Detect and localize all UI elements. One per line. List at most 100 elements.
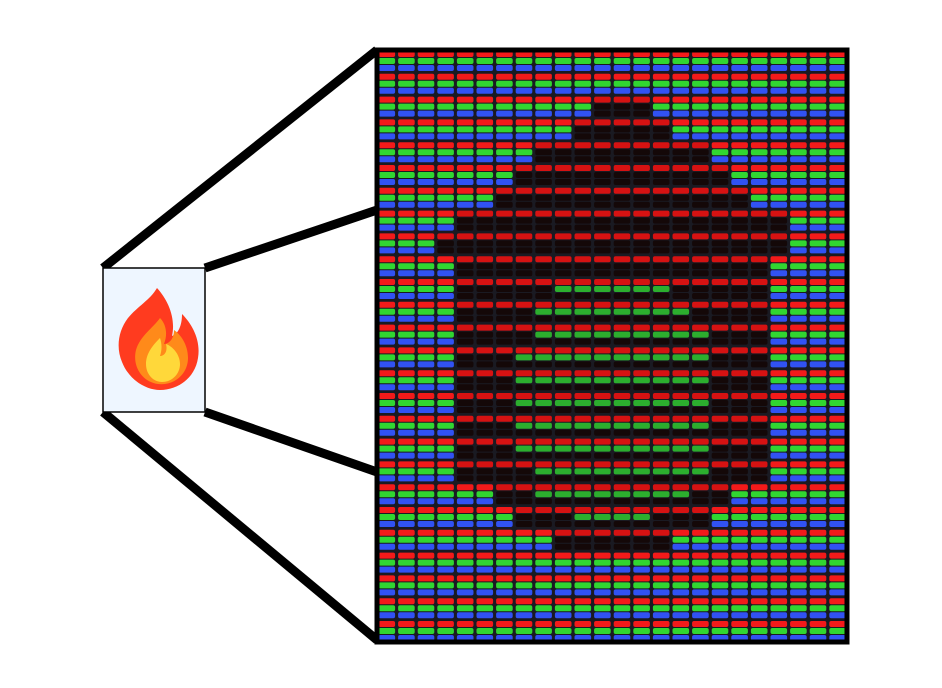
subpixel	[437, 589, 454, 596]
subpixel	[378, 65, 396, 71]
subpixel	[417, 217, 435, 224]
subpixel	[711, 484, 729, 491]
subpixel	[417, 179, 435, 185]
subpixel	[515, 566, 533, 573]
subpixel	[417, 263, 435, 270]
subpixel	[692, 149, 709, 156]
subpixel	[711, 422, 729, 429]
subpixel	[829, 400, 846, 406]
subpixel	[378, 315, 396, 322]
subpixel	[692, 384, 709, 391]
subpixel	[535, 452, 552, 459]
subpixel	[437, 400, 454, 406]
subpixel	[692, 172, 709, 178]
subpixel	[770, 233, 788, 240]
subpixel	[692, 324, 709, 331]
subpixel	[515, 96, 533, 103]
subpixel	[456, 575, 474, 582]
subpixel	[594, 498, 611, 505]
subpixel	[554, 338, 572, 345]
subpixel	[554, 179, 572, 185]
subpixel	[633, 605, 650, 612]
subpixel	[574, 233, 592, 240]
subpixel	[594, 142, 611, 149]
subpixel	[750, 324, 768, 331]
subpixel	[633, 256, 650, 263]
subpixel	[750, 559, 768, 566]
subpixel	[692, 575, 709, 582]
subpixel	[652, 194, 670, 201]
subpixel	[574, 179, 592, 185]
subpixel	[750, 598, 768, 605]
subpixel	[437, 377, 454, 384]
subpixel	[515, 491, 533, 498]
subpixel	[437, 179, 454, 185]
subpixel	[417, 194, 435, 201]
subpixel	[554, 384, 572, 391]
subpixel	[437, 80, 454, 87]
subpixel	[672, 194, 690, 201]
subpixel	[554, 393, 572, 399]
subpixel	[652, 498, 670, 505]
subpixel	[692, 110, 709, 117]
subpixel	[790, 293, 807, 299]
subpixel	[750, 133, 768, 140]
subpixel	[535, 628, 552, 634]
subpixel	[417, 543, 435, 550]
subpixel	[456, 119, 474, 126]
subpixel	[496, 475, 513, 482]
subpixel	[594, 103, 611, 110]
subpixel	[770, 80, 788, 87]
subpixel	[633, 210, 650, 217]
subpixel	[750, 429, 768, 436]
subpixel	[790, 566, 807, 573]
subpixel	[574, 491, 592, 498]
subpixel	[437, 354, 454, 361]
subpixel	[770, 491, 788, 498]
subpixel	[398, 377, 415, 384]
subpixel	[437, 58, 454, 64]
subpixel	[437, 529, 454, 536]
subpixel	[692, 354, 709, 361]
subpixel	[770, 475, 788, 482]
subpixel	[790, 96, 807, 103]
subpixel	[652, 224, 670, 231]
subpixel	[417, 96, 435, 103]
subpixel	[633, 452, 650, 459]
subpixel	[456, 110, 474, 117]
subpixel	[476, 361, 494, 368]
subpixel	[594, 347, 611, 354]
subpixel	[809, 347, 827, 354]
subpixel	[731, 361, 748, 368]
subpixel	[633, 87, 650, 94]
subpixel	[770, 628, 788, 634]
subpixel	[535, 543, 552, 550]
subpixel	[476, 179, 494, 185]
subpixel	[554, 347, 572, 354]
subpixel	[672, 110, 690, 117]
subpixel	[398, 354, 415, 361]
subpixel	[496, 347, 513, 354]
subpixel	[790, 201, 807, 208]
subpixel	[829, 331, 846, 338]
subpixel	[672, 172, 690, 178]
subpixel	[731, 87, 748, 94]
subpixel	[770, 240, 788, 247]
subpixel	[554, 156, 572, 163]
subpixel	[692, 133, 709, 140]
subpixel	[378, 468, 396, 475]
subpixel	[378, 566, 396, 573]
subpixel	[554, 429, 572, 436]
subpixel	[378, 612, 396, 619]
subpixel	[515, 484, 533, 491]
subpixel	[398, 445, 415, 452]
subpixel	[809, 354, 827, 361]
subpixel	[652, 559, 670, 566]
subpixel	[829, 240, 846, 247]
subpixel	[613, 347, 631, 354]
subpixel	[496, 377, 513, 384]
subpixel	[554, 165, 572, 171]
subpixel	[437, 621, 454, 627]
subpixel	[496, 233, 513, 240]
subpixel	[378, 407, 396, 413]
